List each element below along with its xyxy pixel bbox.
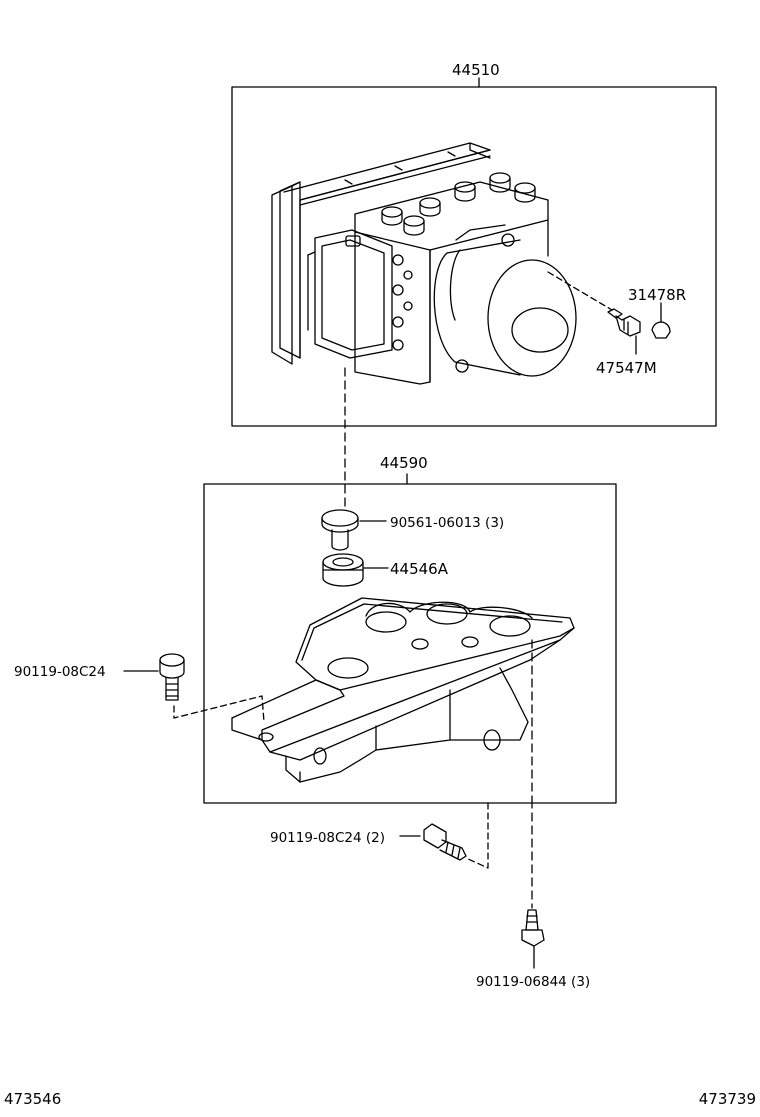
dash-bolt-left [173, 695, 265, 723]
dash-bolt-bottom [465, 802, 489, 869]
frame-44590 [203, 483, 617, 804]
label-31478r: 31478R [628, 286, 686, 304]
collar-icon [321, 509, 359, 551]
bolt-under-icon [521, 909, 545, 947]
leader-47547m-dash [547, 271, 613, 311]
label-bolt-left: 90119-08C24 [14, 664, 106, 680]
bracket-group [173, 473, 617, 804]
label-44510: 44510 [452, 61, 500, 79]
grommet-icon [322, 553, 364, 587]
footer-code-left: 473546 [4, 1090, 61, 1108]
label-bolt-bottom: 90119-08C24 (2) [270, 830, 385, 846]
label-47547m: 47547M [596, 359, 657, 377]
pump-motor [433, 224, 577, 377]
bolt-left-icon [159, 653, 185, 701]
label-44546a: 44546A [390, 560, 449, 578]
label-90561: 90561-06013 (3) [390, 515, 504, 531]
abs-actuator-group: 44510 31478R 47547M [231, 61, 717, 427]
frame-44510 [231, 86, 717, 427]
brake-line-fittings [381, 172, 536, 236]
label-44590: 44590 [380, 454, 428, 472]
cap-icon [651, 321, 671, 339]
bolt-bottom-icon [423, 823, 467, 861]
label-bolt-under: 90119-06844 (3) [476, 974, 590, 990]
bracket-plate [231, 597, 575, 783]
bleeder-plug-icon [607, 308, 641, 337]
footer-code-right: 473739 [699, 1090, 756, 1108]
abs-actuator-body [271, 142, 577, 385]
